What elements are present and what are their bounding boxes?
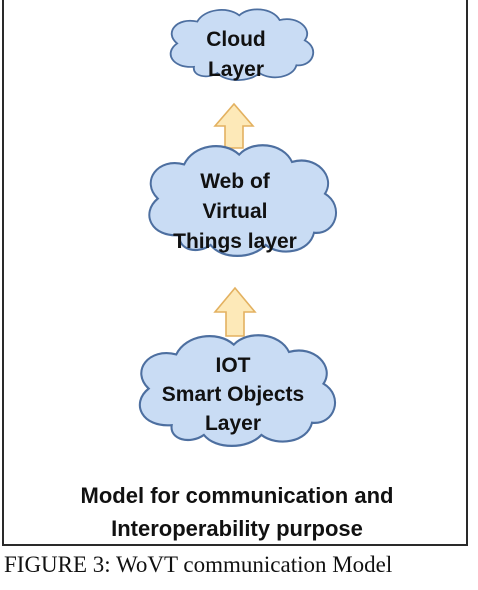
diagram-canvas: Cloud Layer Web of Virtual Things layer … [138, 8, 338, 447]
model-label-line1: Model for communication and [80, 483, 394, 508]
arrow-up-icon [213, 102, 255, 149]
figure-caption: FIGURE 3: WoVT communication Model [4, 552, 393, 577]
model-label-line2: Interoperability purpose [111, 516, 363, 541]
wovt-line1: Web of [200, 170, 271, 193]
diagram-frame [2, 0, 468, 546]
iot-line1: IOT [216, 354, 251, 377]
cloud-layer-line1: Cloud [206, 28, 265, 51]
cloud-layer-line2: Layer [208, 58, 264, 81]
iot-line2: Smart Objects [162, 383, 304, 406]
arrow-up-icon [213, 286, 257, 337]
wovt-line2: Virtual [203, 200, 268, 223]
iot-line3: Layer [205, 412, 261, 435]
wovt-line3: Things layer [173, 230, 297, 253]
